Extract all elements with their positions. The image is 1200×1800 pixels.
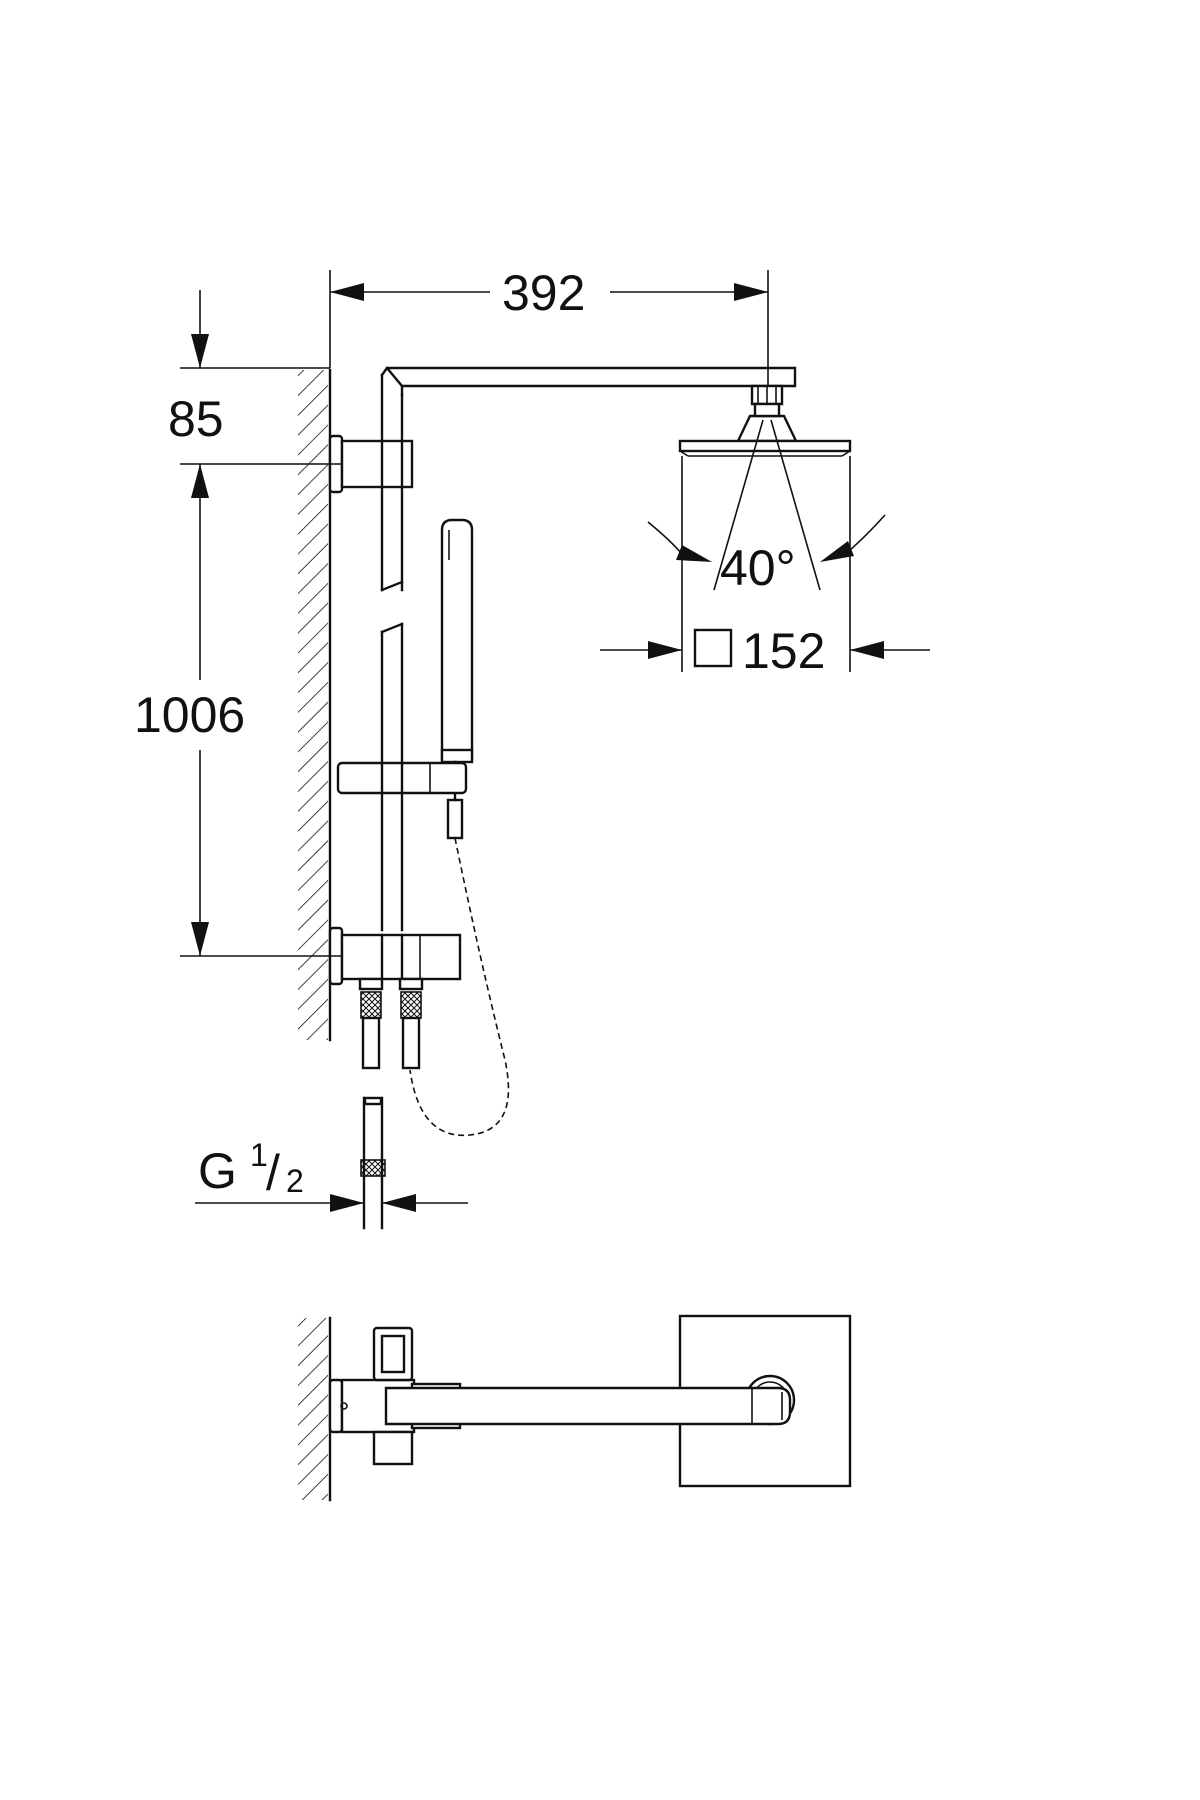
- head-shower: [678, 384, 852, 672]
- wall: [298, 368, 332, 1042]
- shower-arm: [380, 366, 797, 397]
- top-view: [298, 1314, 852, 1502]
- top-arm: [384, 1386, 792, 1426]
- thread-prefix-label: G: [198, 1143, 237, 1199]
- arm-projection-dimension: 392: [329, 265, 769, 386]
- hand-shower: [440, 518, 474, 840]
- height-dimensions: 85 1006: [134, 290, 342, 957]
- square-symbol: [693, 628, 733, 668]
- thread-slash: /: [266, 1145, 280, 1201]
- thread-denominator-label: 2: [286, 1163, 304, 1199]
- spray-angle-label: 40°: [720, 540, 796, 596]
- supply-pipe: [360, 1096, 386, 1230]
- thread-numerator-label: 1: [250, 1137, 268, 1173]
- upper-wall-bracket: [328, 434, 414, 494]
- shower-hose: [409, 837, 510, 1137]
- wall-top: [298, 1316, 332, 1502]
- bracket-spacing-label: 1006: [134, 687, 245, 743]
- thread-dimension: G 1 / 2: [195, 1137, 468, 1212]
- slider-holder: [336, 761, 468, 795]
- head-size-label: 152: [742, 623, 825, 679]
- head-size-dimension: 152: [600, 623, 930, 679]
- front-view: 40° 152: [134, 265, 930, 1230]
- lower-bracket: [328, 926, 462, 1070]
- arm-projection-label: 392: [502, 265, 585, 321]
- wall-to-arm-label: 85: [168, 391, 224, 447]
- spray-angle-dimension: 40°: [647, 514, 886, 596]
